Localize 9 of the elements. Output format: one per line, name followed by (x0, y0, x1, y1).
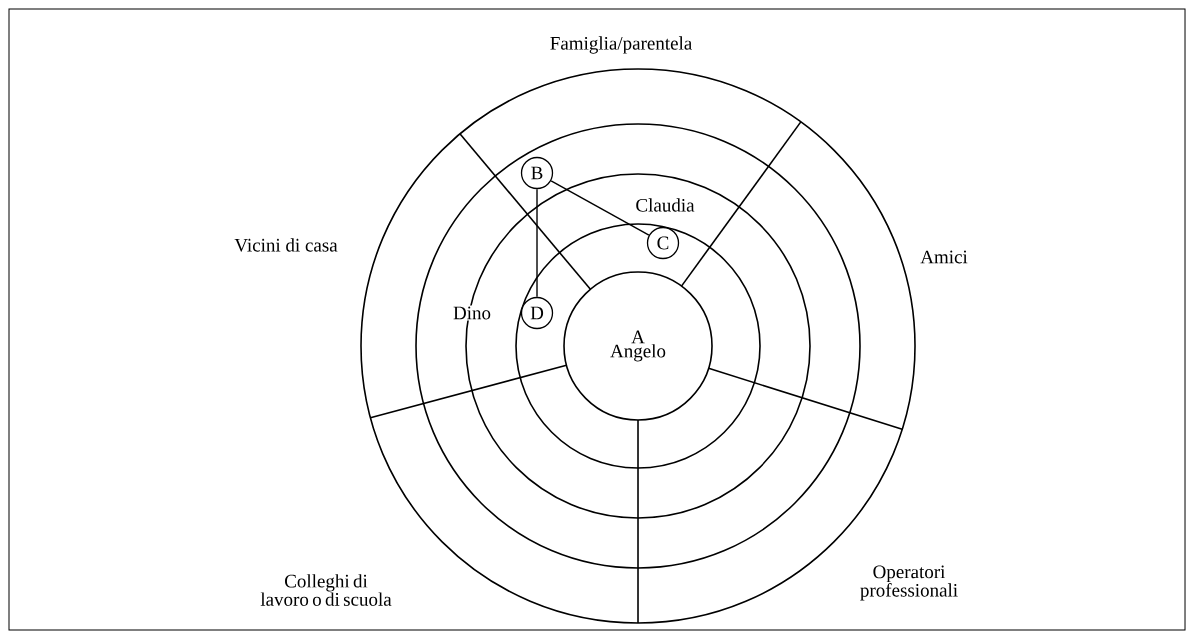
sector-label: Famiglia/parentela (550, 36, 692, 54)
sector-label: Vicini di casa (234, 238, 338, 252)
sector-label: Amici (920, 250, 968, 264)
sector-label: Colleghi di lavoro o di scuola (260, 574, 392, 606)
name-label: Claudia (634, 197, 696, 213)
name-label: Dino (452, 305, 492, 321)
connector-line (536, 188, 538, 298)
connector-line (550, 180, 650, 236)
sector-label: Operatori professionali (860, 565, 958, 601)
